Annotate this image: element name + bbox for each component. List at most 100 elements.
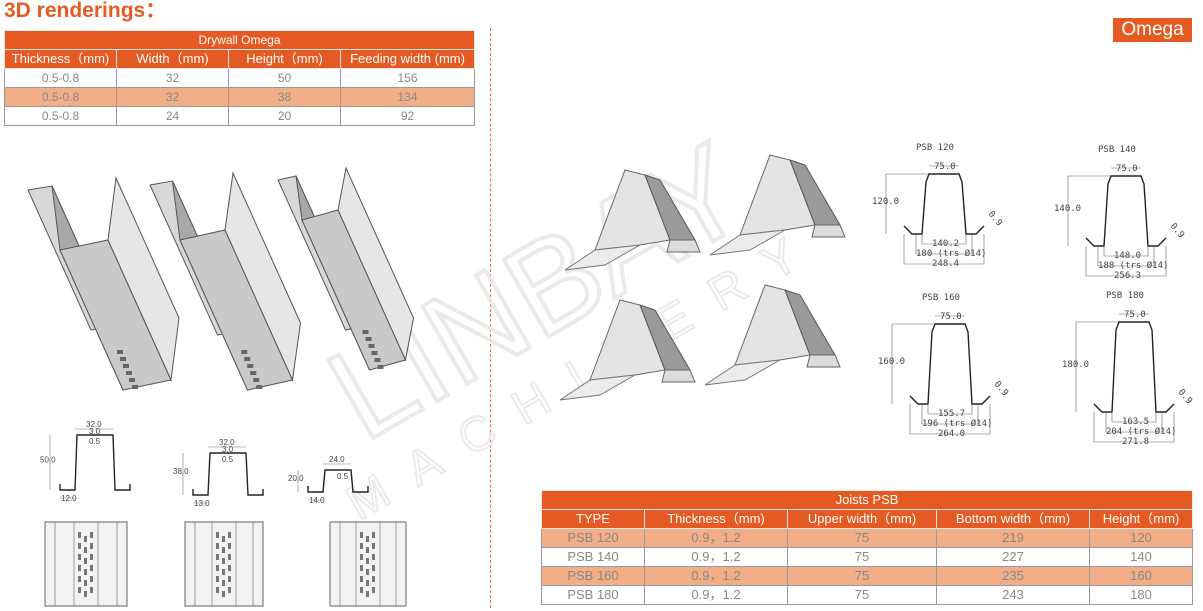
column-header: Bottom width（mm) — [936, 509, 1090, 529]
hole-spacing-label: 180 (trs Ø14) — [916, 248, 986, 259]
height-label: 180.0 — [1062, 360, 1089, 370]
column-header: Height（mm) — [1089, 509, 1193, 529]
perforation-slot — [228, 554, 231, 560]
inner-width-label: 155.7 — [938, 409, 965, 419]
perforation — [132, 385, 138, 389]
perforation — [362, 330, 369, 334]
top-width-label: 75.0 — [940, 312, 962, 322]
psb-drawing-title: PSB 180 — [1106, 291, 1144, 301]
perforation — [123, 364, 129, 368]
perforation-slot — [372, 543, 375, 549]
width-label: 24.0 — [329, 455, 345, 464]
table-row: PSB 120 0.9，1.2 75 219 120 — [541, 528, 1193, 548]
perforation-slot — [84, 591, 87, 597]
flange-label: 12.0 — [61, 494, 77, 503]
table-cell: 32 — [116, 87, 229, 107]
thickness-label: 0.5 — [89, 437, 101, 446]
total-width-label: 264.0 — [938, 429, 965, 439]
table-cell: 0.9，1.2 — [644, 528, 788, 548]
perforation-slot — [366, 558, 369, 564]
inner-width-label: 140.2 — [932, 239, 959, 249]
perforation-slot — [222, 569, 225, 575]
perforation-slot — [360, 532, 363, 538]
table-cell: 160 — [1089, 566, 1193, 586]
perforation-slot — [78, 565, 81, 571]
perforation-slot — [90, 565, 93, 571]
table-cell: 0.5-0.8 — [4, 87, 117, 107]
channel-side — [224, 171, 302, 382]
psb-drawing-title: PSB 140 — [1098, 145, 1136, 155]
perforation-slot — [372, 576, 375, 582]
perforation — [253, 378, 260, 382]
width-label: 32.0 — [219, 438, 235, 447]
perforation-slot — [372, 532, 375, 538]
dimension-lines — [891, 315, 965, 404]
omega-left-flange — [709, 229, 786, 256]
perforation-slot — [372, 587, 375, 593]
top-width-label: 75.0 — [934, 162, 956, 172]
total-width-label: 271.8 — [1122, 437, 1149, 447]
perforation — [129, 378, 135, 382]
psb-drawing-title: PSB 160 — [922, 293, 960, 303]
perforated-face-view — [44, 521, 128, 607]
perforation-slot — [228, 543, 231, 549]
perforation-slot — [222, 547, 225, 553]
table-cell: 92 — [340, 106, 475, 126]
column-header: Height（mm) — [228, 49, 341, 69]
perforation-slot — [216, 543, 219, 549]
perforation-slot — [216, 532, 219, 538]
perforation-slot — [222, 558, 225, 564]
table-cell: 0.9，1.2 — [644, 566, 788, 586]
table-row: 0.5-0.8 32 38 134 — [4, 87, 475, 107]
table-title: Drywall Omega — [4, 30, 475, 50]
omega-bottom-flange — [666, 239, 701, 253]
omega-left-flange — [704, 359, 781, 386]
table-cell: 75 — [787, 566, 937, 586]
channel-side — [337, 166, 415, 362]
perforation-slot — [222, 580, 225, 586]
psb-3d-rendering-2 — [709, 154, 846, 256]
omega-left-flange — [559, 374, 636, 401]
thickness-label: 0.9 — [992, 380, 1010, 399]
perforation — [244, 357, 251, 361]
perforation-slot — [90, 543, 93, 549]
psb-3d-rendering-4 — [704, 284, 841, 386]
drywall-profile-outline — [307, 469, 369, 493]
face-fold-lines — [339, 522, 397, 606]
perforation-slot — [372, 554, 375, 560]
perforation-slot — [360, 554, 363, 560]
perforated-face-view — [329, 521, 407, 607]
thickness-label: 0.9 — [986, 210, 1004, 229]
dimension-lines — [885, 165, 959, 234]
perforation — [256, 385, 263, 389]
drywall-profile-outline — [192, 452, 264, 496]
hole-spacing-label: 188 (trs Ø14) — [1098, 260, 1168, 271]
dimension-lines — [297, 463, 351, 501]
table-cell: 235 — [936, 566, 1090, 586]
flange-label: 14.0 — [309, 496, 325, 505]
drywall-omega-table: Drywall Omega Thickness（mm) Width（mm) He… — [4, 30, 475, 126]
perforation-slot — [360, 543, 363, 549]
perforation — [368, 344, 375, 348]
perforation — [117, 350, 123, 354]
perforation-slot — [78, 532, 81, 538]
height-label: 140.0 — [1054, 204, 1081, 214]
perforation-slot — [90, 576, 93, 582]
omega-left-flange — [564, 244, 641, 271]
table-cell: 134 — [340, 87, 475, 107]
perforation — [247, 364, 254, 368]
table-cell: 0.9，1.2 — [644, 585, 788, 605]
section-divider — [490, 28, 491, 608]
drywall-3d-rendering-3 — [277, 166, 415, 371]
inner-width-label: 163.5 — [1122, 417, 1149, 427]
table-row: 0.5-0.8 32 50 156 — [4, 68, 475, 88]
psb-profile-outline — [1093, 321, 1175, 413]
dimension-lines — [1085, 246, 1167, 277]
table-cell: 0.5-0.8 — [4, 106, 117, 126]
psb-3d-rendering-1 — [564, 169, 701, 271]
face-fold-lines — [54, 522, 118, 606]
table-cell: 32 — [116, 68, 229, 88]
table-cell: 38 — [228, 87, 341, 107]
psb-profile-outline — [1085, 175, 1167, 247]
